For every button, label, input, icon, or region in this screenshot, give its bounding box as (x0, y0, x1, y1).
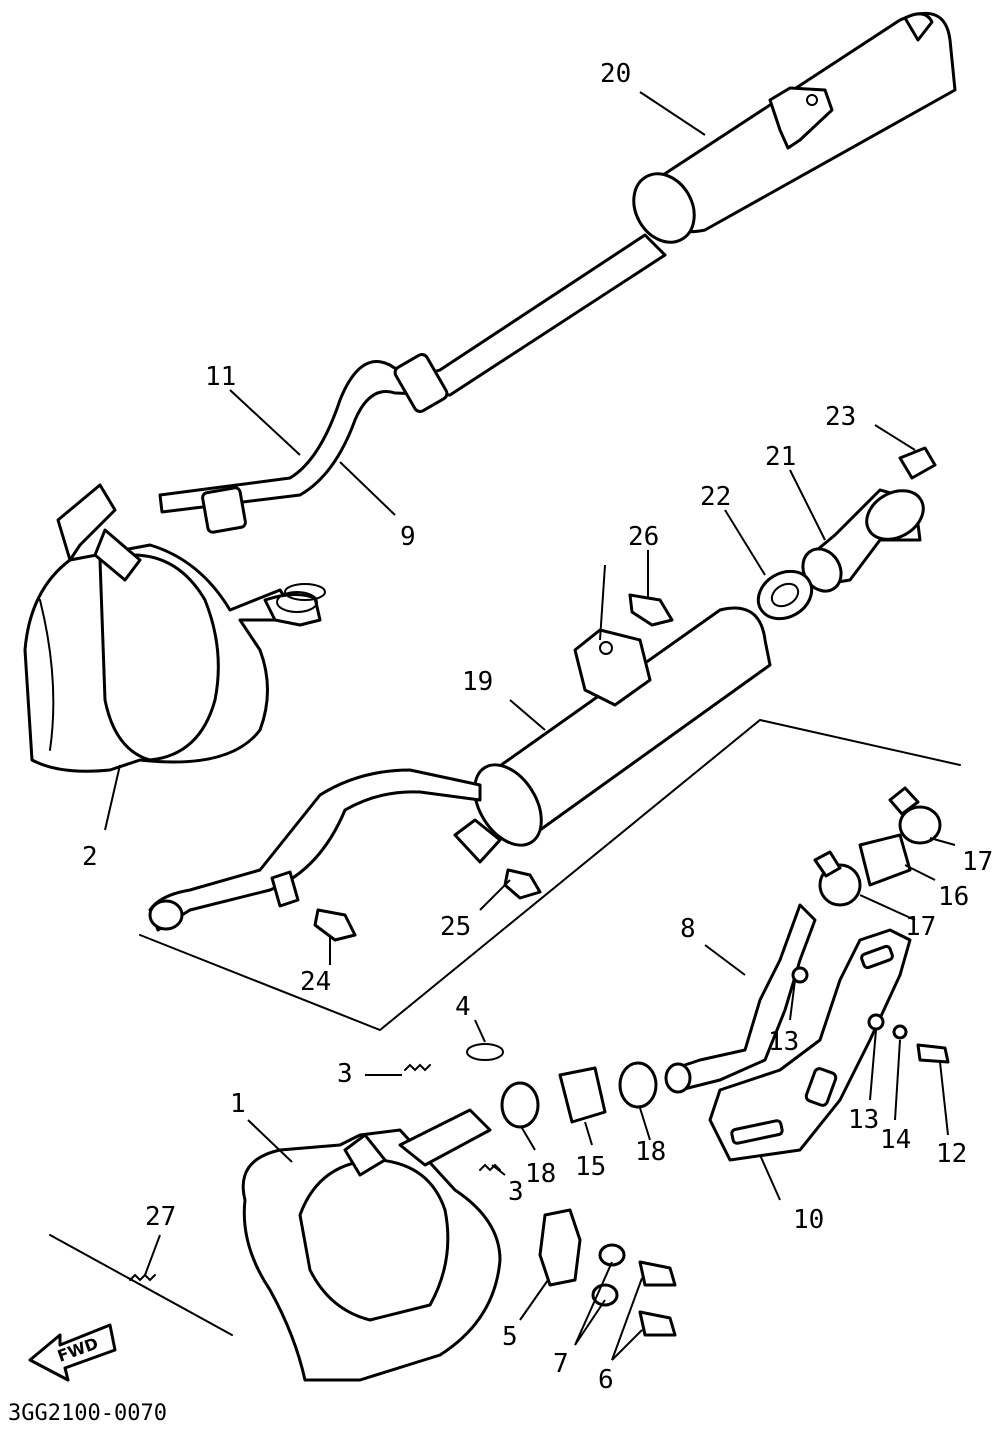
leader-lines (104, 91, 956, 1361)
bracket-outline-middle (139, 718, 961, 1032)
label-5: 5 (502, 1322, 518, 1352)
muffler-upper (632, 11, 957, 244)
rod-27 (49, 1234, 233, 1336)
joint-16 (858, 833, 912, 887)
clamp-18-right (618, 1061, 658, 1109)
gasket (756, 569, 814, 621)
label-18-right: 18 (635, 1137, 666, 1167)
protector (708, 928, 912, 1162)
label-14: 14 (880, 1125, 911, 1155)
label-18-left: 18 (525, 1159, 556, 1189)
clamp-18-left (500, 1081, 540, 1129)
label-2: 2 (82, 842, 98, 872)
label-15: 15 (575, 1152, 606, 1182)
exhaust-pipe-lower (664, 903, 817, 1094)
bracket-5 (538, 1208, 582, 1287)
o-ring-upper (284, 583, 326, 601)
fwd-arrow-icon: FWD (28, 1323, 117, 1382)
label-21: 21 (765, 442, 796, 472)
exhaust-chamber-lower (241, 1108, 502, 1382)
pipe-middle (148, 768, 482, 932)
label-8: 8 (680, 914, 696, 944)
label-13-right: 13 (848, 1105, 879, 1135)
label-26: 26 (628, 522, 659, 552)
muffler-middle (453, 606, 772, 864)
label-7: 7 (553, 1349, 569, 1379)
label-6: 6 (598, 1365, 614, 1395)
label-4: 4 (455, 992, 471, 1022)
bolt-26 (628, 593, 674, 627)
label-23: 23 (825, 402, 856, 432)
callout-labels: 20 11 9 2 23 21 22 26 19 25 24 17 16 17 … (82, 59, 993, 1395)
washers-13-14 (791, 966, 908, 1040)
springs (129, 1063, 501, 1282)
bolts-6 (638, 1260, 677, 1337)
bolt-25 (503, 868, 542, 900)
diagram-code: 3GG2100-0070 (8, 1401, 167, 1426)
label-17-lower: 17 (905, 912, 936, 942)
tail-pipe (801, 488, 925, 593)
label-17-upper: 17 (962, 847, 993, 877)
label-3-left: 3 (337, 1059, 353, 1089)
o-ring-lower (466, 1043, 504, 1061)
bolt-24 (313, 908, 357, 942)
exhaust-chamber-upper (23, 483, 322, 773)
label-9: 9 (400, 522, 416, 552)
joint-15 (558, 1066, 607, 1124)
bolt-12 (916, 1043, 950, 1064)
label-20: 20 (600, 59, 631, 89)
label-24: 24 (300, 967, 331, 997)
bolt-23 (898, 446, 937, 480)
clamp-17-upper (888, 786, 942, 845)
washers-7 (591, 1243, 626, 1307)
label-16: 16 (938, 882, 969, 912)
label-25: 25 (440, 912, 471, 942)
label-12: 12 (936, 1139, 967, 1169)
label-19: 19 (462, 667, 493, 697)
label-10: 10 (793, 1205, 824, 1235)
label-1: 1 (230, 1089, 246, 1119)
label-3-right: 3 (508, 1177, 524, 1207)
label-27: 27 (145, 1202, 176, 1232)
clamp-17-lower (813, 850, 862, 907)
label-13-left: 13 (768, 1027, 799, 1057)
pipe-upper (158, 233, 667, 534)
label-11: 11 (205, 362, 236, 392)
label-22: 22 (700, 482, 731, 512)
